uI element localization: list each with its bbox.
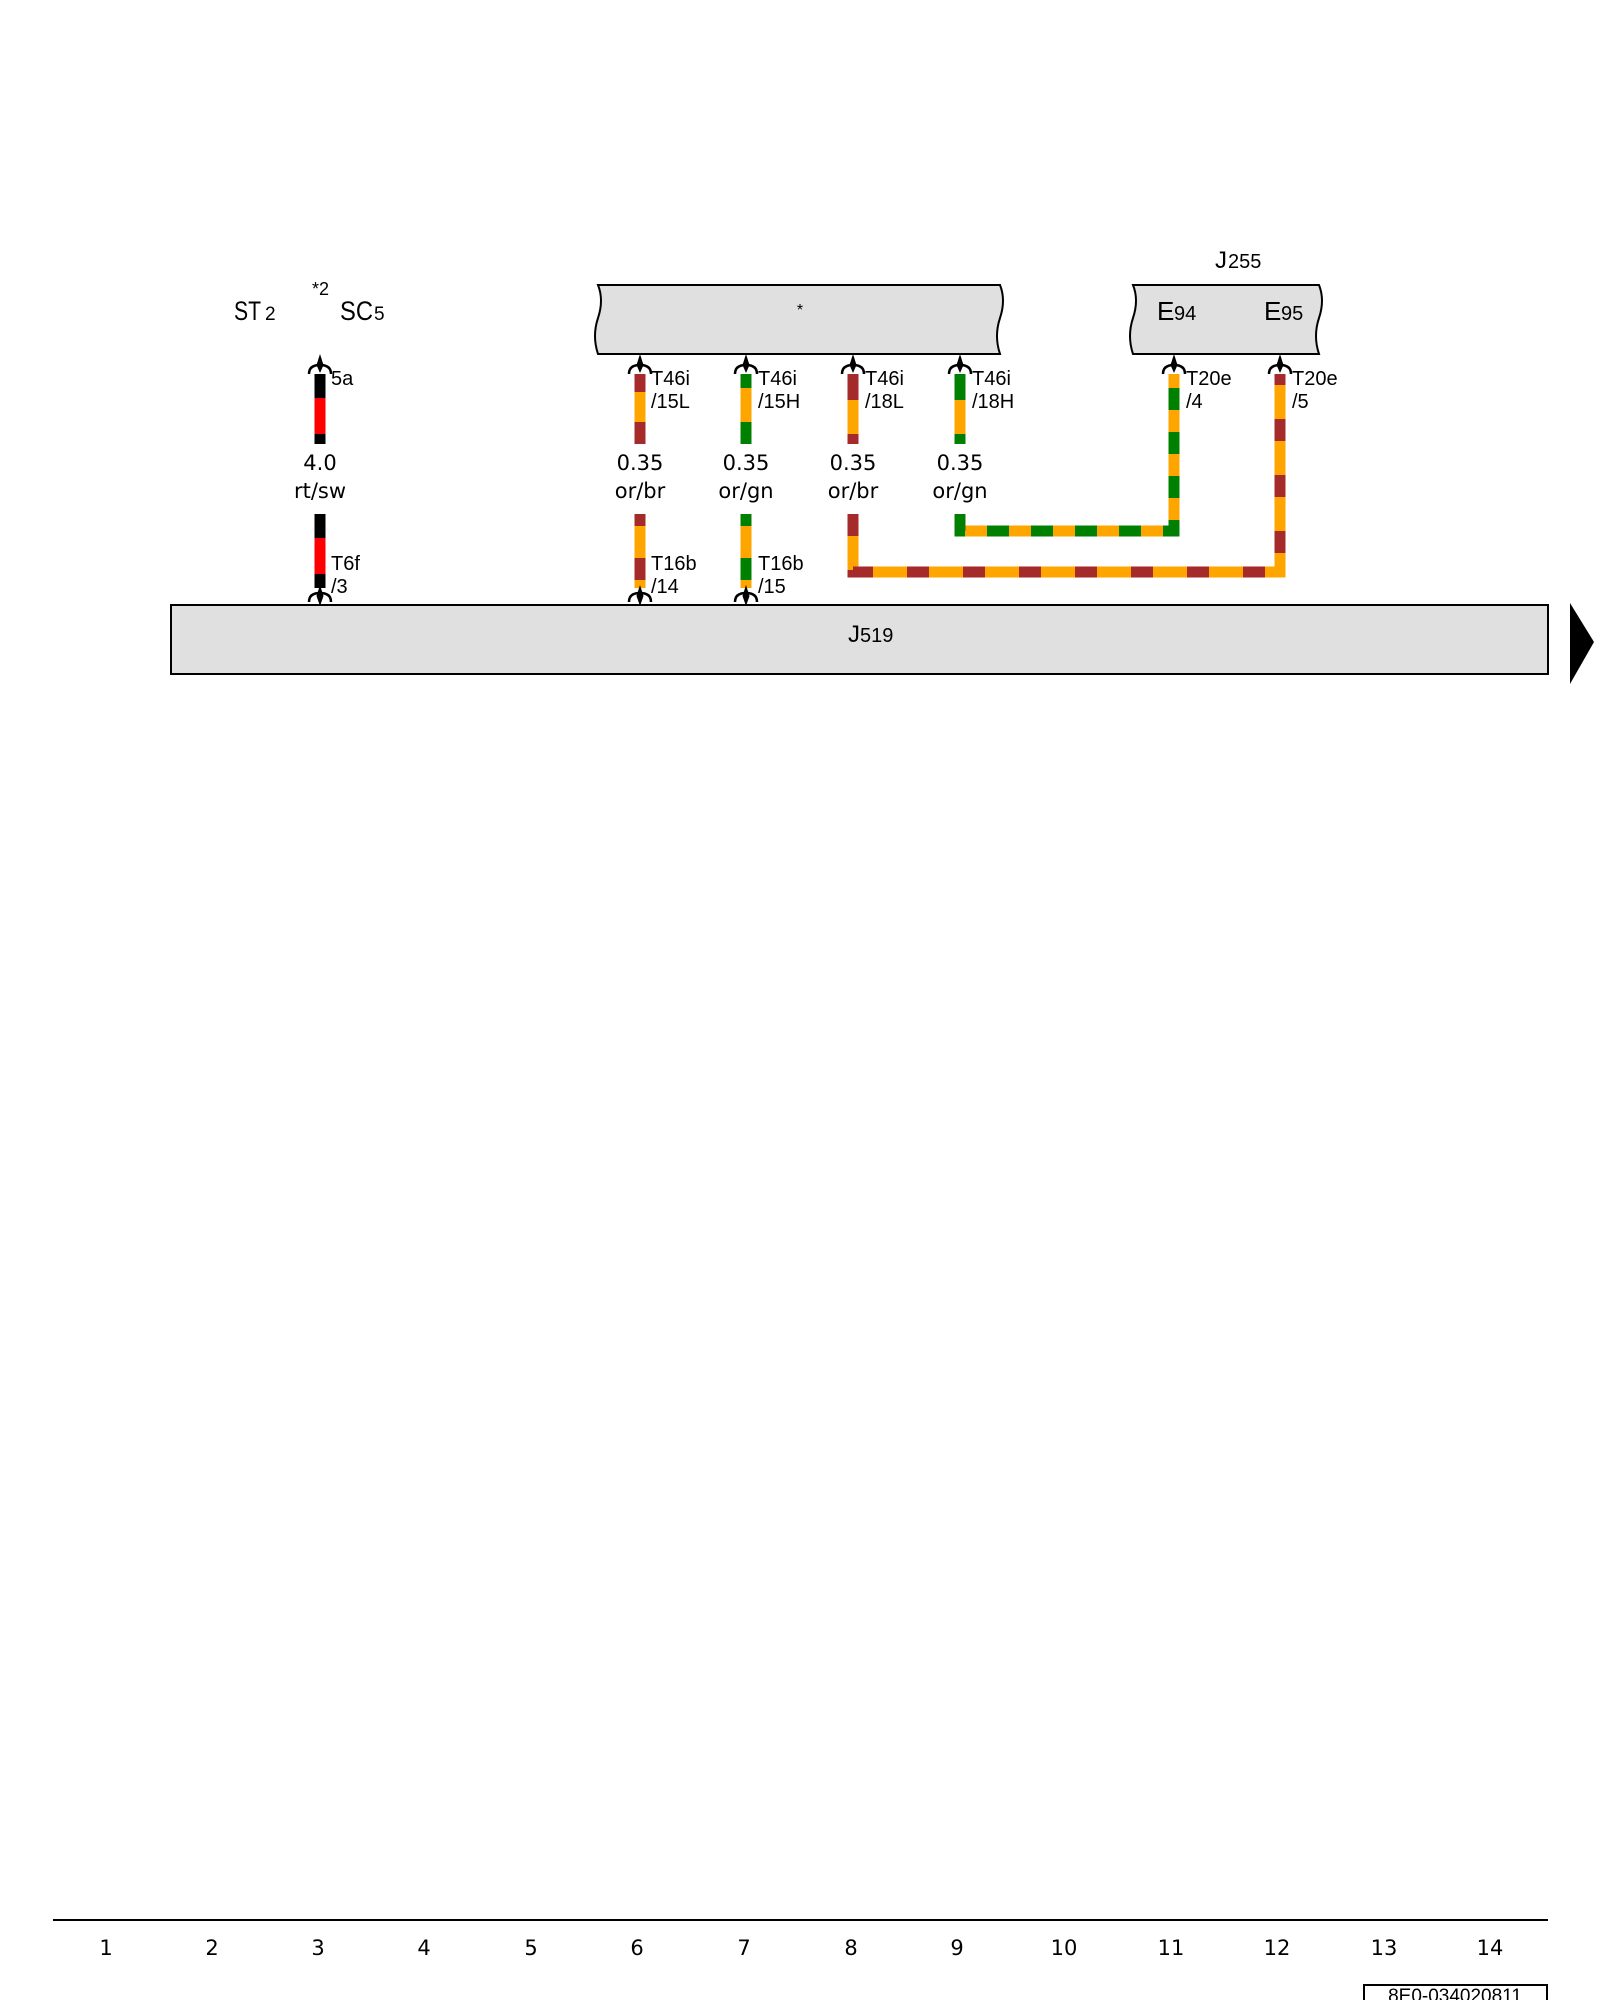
component-star-label: * <box>797 302 803 319</box>
st2-subscript: 2 <box>265 304 276 325</box>
connector-label-t20e-5-pin: /5 <box>1292 391 1309 413</box>
track-number-3: 3 <box>311 1936 324 1960</box>
connector-label-t16b-15: T16b <box>758 553 804 575</box>
connector-label-t16b-15-pin: /15 <box>758 576 786 598</box>
track-number-6: 6 <box>630 1936 643 1960</box>
wire-color-8: or/br <box>828 479 879 503</box>
diagram-id: 8E0-034020811 <box>1388 1986 1522 2000</box>
pin-t46i-18l-icon <box>840 352 866 376</box>
connector-label-t46i-18l: T46i <box>865 368 904 390</box>
wire-size-8: 0.35 <box>830 451 877 475</box>
component-box-star <box>594 284 1004 355</box>
track-number-4: 4 <box>417 1936 430 1960</box>
connector-label-t20e-5: T20e <box>1292 368 1338 390</box>
pin-t20e-4-icon <box>1161 352 1187 376</box>
wire-color-6: or/br <box>615 479 666 503</box>
wire-labels: 4.0 rt/sw 0.35 or/br 0.35 or/gn 0.35 or/… <box>294 451 988 503</box>
track-number-5: 5 <box>524 1936 537 1960</box>
connector-label-t6f: T6f <box>331 553 360 575</box>
track-number-8: 8 <box>844 1936 857 1960</box>
track-number-10: 10 <box>1051 1936 1078 1960</box>
connector-label-t46i-15l: T46i <box>651 368 690 390</box>
pin-t46i-15h-icon <box>733 352 759 376</box>
diagram-id-box <box>1363 1984 1548 2000</box>
wire-size-9: 0.35 <box>937 451 984 475</box>
e94-subscript: 94 <box>1174 303 1196 325</box>
j519-label: J <box>848 621 860 648</box>
continuation-arrow-icon <box>1570 603 1594 684</box>
wire-color-7: or/gn <box>718 479 773 503</box>
pin-t46i-15l-icon <box>627 352 653 376</box>
pin-t16b-15-icon <box>733 583 759 608</box>
track-number-12: 12 <box>1264 1936 1291 1960</box>
pin-t16b-14-icon <box>627 583 653 608</box>
top-pins <box>307 352 1293 376</box>
pin-t6f-3-icon <box>307 583 333 608</box>
wire-color-9: or/gn <box>932 479 987 503</box>
j255-box <box>1129 284 1323 355</box>
connector-label-t20e-4-pin: /4 <box>1186 391 1203 413</box>
st2-label: ST <box>234 296 261 326</box>
connector-label-t46i-18l-pin: /18L <box>865 391 904 413</box>
connector-label-t20e-4: T20e <box>1186 368 1232 390</box>
j519-subscript: 519 <box>860 625 893 647</box>
j255-label: J <box>1215 247 1227 274</box>
track-number-9: 9 <box>950 1936 963 1960</box>
connector-label-t46i-18h-pin: /18H <box>972 391 1014 413</box>
wire-or-br-route <box>847 374 1286 578</box>
track-number-2: 2 <box>205 1936 218 1960</box>
wire-size-3: 4.0 <box>303 451 336 475</box>
connector-label-t16b-14-pin: /14 <box>651 576 679 598</box>
wire-or-gn-route <box>954 374 1180 537</box>
j519-box <box>170 604 1549 675</box>
connector-label-t46i-15h-pin: /15H <box>758 391 800 413</box>
e95-label: E <box>1264 296 1281 326</box>
track-number-14: 14 <box>1477 1936 1504 1960</box>
connector-label-t16b-14: T16b <box>651 553 697 575</box>
track-number-13: 13 <box>1371 1936 1398 1960</box>
pin-t20e-5-icon <box>1267 352 1293 376</box>
track-numbers: 1 2 3 4 5 6 7 8 9 10 11 12 13 14 <box>99 1936 1503 1960</box>
connector-label-5a: 5a <box>331 368 354 390</box>
connector-label-t6f-pin: /3 <box>331 576 348 598</box>
track-number-1: 1 <box>99 1936 112 1960</box>
pin-5a-icon <box>307 352 333 376</box>
connector-label-t46i-15h: T46i <box>758 368 797 390</box>
connector-labels: 5a T46i /15L T46i /15H T46i /18L T46i /1… <box>331 368 1338 598</box>
track-number-11: 11 <box>1158 1936 1185 1960</box>
wire-color-3: rt/sw <box>294 479 346 503</box>
wire-size-7: 0.35 <box>723 451 770 475</box>
sc5-subscript: 5 <box>374 304 385 325</box>
wire-size-6: 0.35 <box>617 451 664 475</box>
wire-group <box>314 374 1286 588</box>
note-marker: *2 <box>312 279 329 299</box>
j255-subscript: 255 <box>1228 251 1261 273</box>
track-number-7: 7 <box>737 1936 750 1960</box>
connector-label-t46i-15l-pin: /15L <box>651 391 690 413</box>
e95-subscript: 95 <box>1281 303 1303 325</box>
e94-label: E <box>1157 296 1174 326</box>
bottom-pins <box>307 583 759 608</box>
pin-t46i-18h-icon <box>947 352 973 376</box>
sc5-label: SC <box>340 296 373 326</box>
connector-label-t46i-18h: T46i <box>972 368 1011 390</box>
